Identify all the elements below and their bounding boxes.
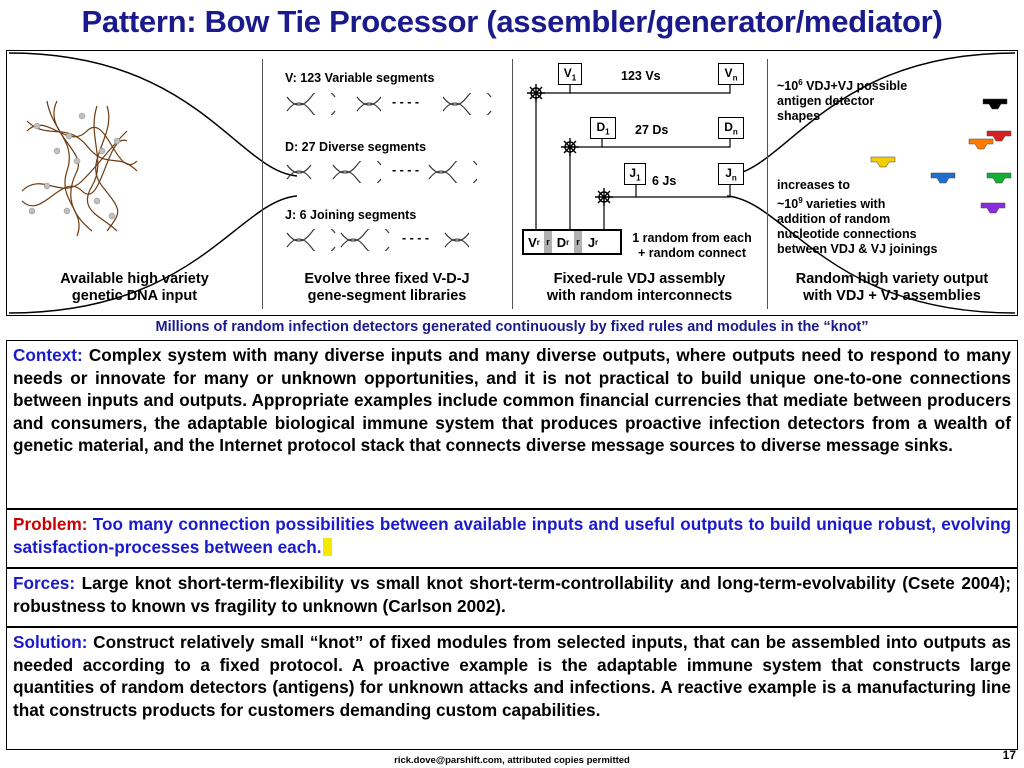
v1-box: V1 xyxy=(558,63,582,85)
random-note: 1 random from each + random connect xyxy=(632,231,752,260)
detector-shape xyxy=(980,202,1006,214)
forces-text: Large knot short-term-flexibility vs sma… xyxy=(13,573,1011,616)
detector-shapes xyxy=(870,98,1012,214)
d-dashes: - - - - xyxy=(392,163,420,177)
detector-shape xyxy=(986,172,1012,184)
context-section: Context: Complex system with many divers… xyxy=(6,340,1018,509)
v-segments xyxy=(286,93,492,115)
detector-shape xyxy=(968,138,994,150)
detector-shape xyxy=(930,172,956,184)
bow-tie-diagram: Available high variety genetic DNA input… xyxy=(6,50,1018,316)
problem-label: Problem: xyxy=(13,514,88,534)
solution-label: Solution: xyxy=(13,632,88,652)
j-library-label: J: 6 Joining segments xyxy=(285,208,417,222)
panel-divider xyxy=(262,59,263,309)
dn-box: Dn xyxy=(718,117,744,139)
panel-divider xyxy=(512,59,513,309)
dna-cluster-image xyxy=(21,100,138,237)
detector-shape xyxy=(982,98,1008,110)
j1-box: J1 xyxy=(624,163,646,185)
context-text: Complex system with many diverse inputs … xyxy=(13,345,1011,456)
js-count: 6 Js xyxy=(652,174,677,188)
vn-box: Vn xyxy=(718,63,744,85)
assembly-wires xyxy=(527,81,731,229)
d-segments xyxy=(286,161,478,183)
millions-banner: Millions of random infection detectors g… xyxy=(155,319,869,335)
solution-text: Construct relatively small “knot” of fix… xyxy=(13,632,1011,720)
bow-tie-curves xyxy=(8,52,1016,314)
panel-caption: Random high variety output with VDJ + VJ… xyxy=(795,271,989,304)
forces-section: Forces: Large knot short-term-flexibilit… xyxy=(6,568,1018,627)
v-dashes: - - - - xyxy=(392,95,420,109)
d1-box: D1 xyxy=(590,117,616,139)
varieties-note: increases to ~109 varieties with additio… xyxy=(777,178,938,257)
page-title: Pattern: Bow Tie Processor (assembler/ge… xyxy=(81,4,943,39)
panel-caption: Fixed-rule VDJ assembly with random inte… xyxy=(546,271,733,304)
panel-caption: Available high variety genetic DNA input xyxy=(60,271,209,304)
j-dashes: - - - - xyxy=(402,231,430,245)
context-label: Context: xyxy=(13,345,83,365)
d-library-label: D: 27 Diverse segments xyxy=(285,140,427,154)
problem-section: Problem: Too many connection possibiliti… xyxy=(6,509,1018,568)
j-segments xyxy=(286,229,470,251)
ds-count: 27 Ds xyxy=(635,123,669,137)
solution-section: Solution: Construct relatively small “kn… xyxy=(6,627,1018,750)
footer-credit: rick.dove@parshift.com, attributed copie… xyxy=(394,755,630,766)
jn-box: Jn xyxy=(718,163,744,185)
panel-divider xyxy=(767,59,768,309)
shapes-note: ~106 VDJ+VJ possible antigen detector sh… xyxy=(777,78,908,124)
panel-caption: Evolve three fixed V-D-J gene-segment li… xyxy=(304,271,470,304)
text-cursor xyxy=(322,537,332,556)
detector-shape xyxy=(870,156,896,168)
vs-count: 123 Vs xyxy=(621,69,661,83)
v-library-label: V: 123 Variable segments xyxy=(285,71,435,85)
page-number: 17 xyxy=(1002,748,1016,762)
problem-text: Too many connection possibilities betwee… xyxy=(13,514,1011,557)
forces-label: Forces: xyxy=(13,573,76,593)
detector-shape xyxy=(986,130,1012,142)
